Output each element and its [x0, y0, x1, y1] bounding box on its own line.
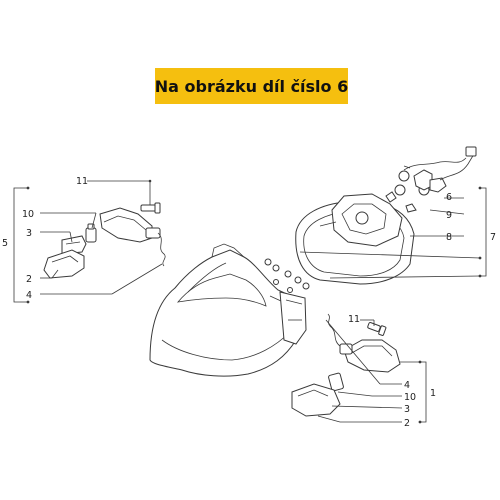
left-bracket-5 [13, 186, 30, 304]
fairing-fasteners [264, 258, 310, 293]
callout-11-right: 11 [348, 314, 360, 325]
part-number-banner: Na obrázku díl číslo 6 [155, 68, 348, 104]
right-screw-11 [360, 319, 387, 336]
callout-8: 8 [446, 232, 452, 243]
front-fairing [149, 243, 307, 377]
callout-4-right: 4 [404, 380, 410, 391]
callout-10-left: 10 [22, 209, 34, 220]
callout-5: 5 [2, 238, 8, 249]
left-screw-11 [87, 179, 161, 214]
right-lens-cover-2 [291, 383, 341, 417]
left-bulb-10 [85, 223, 97, 243]
left-lens-cover-2 [43, 249, 85, 279]
callout-10-right: 10 [404, 392, 416, 403]
callout-7: 7 [490, 232, 496, 243]
right-indicator-housing [327, 313, 401, 373]
left-lens-3 [61, 235, 87, 255]
right-leaders [317, 319, 422, 424]
left-indicator-housing [99, 207, 166, 267]
callout-2-right: 2 [404, 418, 410, 429]
callout-9: 9 [446, 210, 452, 221]
wiring-harness-6 [403, 146, 477, 193]
right-bracket-7 [478, 186, 487, 277]
callout-2-left: 2 [26, 274, 32, 285]
headlight-assembly [295, 193, 415, 285]
right-bracket-1 [420, 361, 427, 423]
callout-6: 6 [446, 192, 452, 203]
callout-1: 1 [430, 388, 436, 399]
callout-4-left: 4 [26, 290, 32, 301]
callout-3-right: 3 [404, 404, 410, 415]
left-leaders [40, 212, 163, 295]
banner-text: Na obrázku díl číslo 6 [154, 76, 349, 96]
callout-3-left: 3 [26, 228, 32, 239]
callout-11-left: 11 [76, 176, 88, 187]
right-bulb-10 [328, 372, 344, 392]
